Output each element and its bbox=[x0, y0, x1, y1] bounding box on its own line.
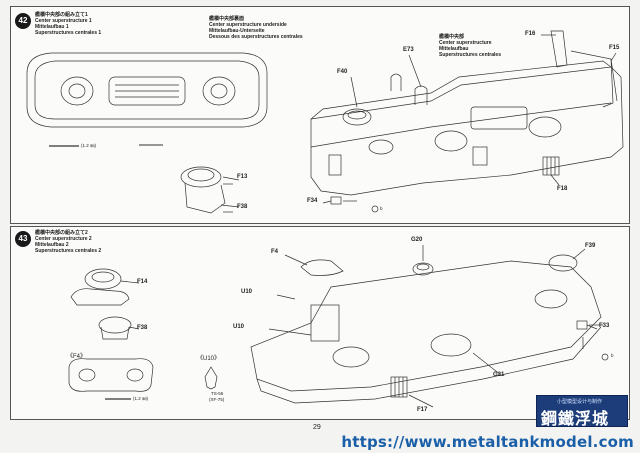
label-f15: F15 bbox=[609, 45, 620, 51]
step-42-center-title: 艦橋中央部 Center superstructure Mittelaufbau… bbox=[439, 34, 501, 58]
screw-note-43: b bbox=[611, 353, 614, 358]
paint-code: TS-56 bbox=[211, 391, 224, 396]
step-43-panel: 43 艦橋中央部の組み立て2 Center superstructure 2 M… bbox=[10, 226, 630, 420]
step-42-number: 42 bbox=[15, 13, 31, 29]
callout-u10: 《U10》 bbox=[197, 356, 221, 362]
wire-note-43: (1.2 ㎜) bbox=[133, 396, 149, 401]
step-42-drawing bbox=[26, 30, 624, 214]
label-u10-a: U10 bbox=[241, 289, 253, 295]
label-f34: F34 bbox=[307, 198, 318, 204]
center-superstructure-part bbox=[310, 66, 624, 196]
label-f14: F14 bbox=[137, 279, 148, 285]
page-number: 29 bbox=[313, 424, 321, 431]
label-f18: F18 bbox=[557, 186, 568, 192]
label-f39: F39 bbox=[585, 243, 596, 249]
label-f4: F4 bbox=[271, 249, 279, 255]
step-42-title: 艦橋中央部の組み立て1 Center superstructure 1 Mitt… bbox=[35, 12, 102, 36]
wire-note-42: (1.2 ㎜) bbox=[81, 143, 97, 148]
center-superstructure-part-2 bbox=[250, 260, 602, 392]
label-g21: G21 bbox=[493, 372, 505, 378]
label-f38-43: F38 bbox=[137, 325, 148, 331]
step-43-drawing bbox=[68, 245, 609, 408]
label-f38: F38 bbox=[237, 204, 248, 210]
watermark-url[interactable]: https://www.metaltankmodel.com bbox=[341, 433, 634, 451]
label-e73: E73 bbox=[403, 47, 414, 53]
step-43-title: 艦橋中央部の組み立て2 Center superstructure 2 Mitt… bbox=[35, 230, 102, 254]
label-f17: F17 bbox=[417, 407, 428, 413]
label-g20: G20 bbox=[411, 237, 423, 243]
screw-note-42: b bbox=[380, 206, 383, 211]
step-42-underside-title: 艦橋中央部裏面 Center superstructure underside … bbox=[209, 16, 303, 40]
label-u10-b: U10 bbox=[233, 324, 245, 330]
label-f33: F33 bbox=[599, 323, 610, 329]
site-logo: 小型模型设计与制作 鋼鐵浮城 bbox=[536, 395, 628, 428]
underside-hull-part bbox=[26, 52, 268, 128]
callout-f4: 《F4》 bbox=[67, 354, 87, 360]
label-f40: F40 bbox=[337, 69, 348, 75]
paint-code-alt: (XF-75) bbox=[209, 397, 225, 402]
label-f16: F16 bbox=[525, 31, 536, 37]
label-f13: F13 bbox=[237, 174, 248, 180]
step-43-number: 43 bbox=[15, 231, 31, 247]
step-42-panel: 42 艦橋中央部の組み立て1 Center superstructure 1 M… bbox=[10, 6, 630, 224]
